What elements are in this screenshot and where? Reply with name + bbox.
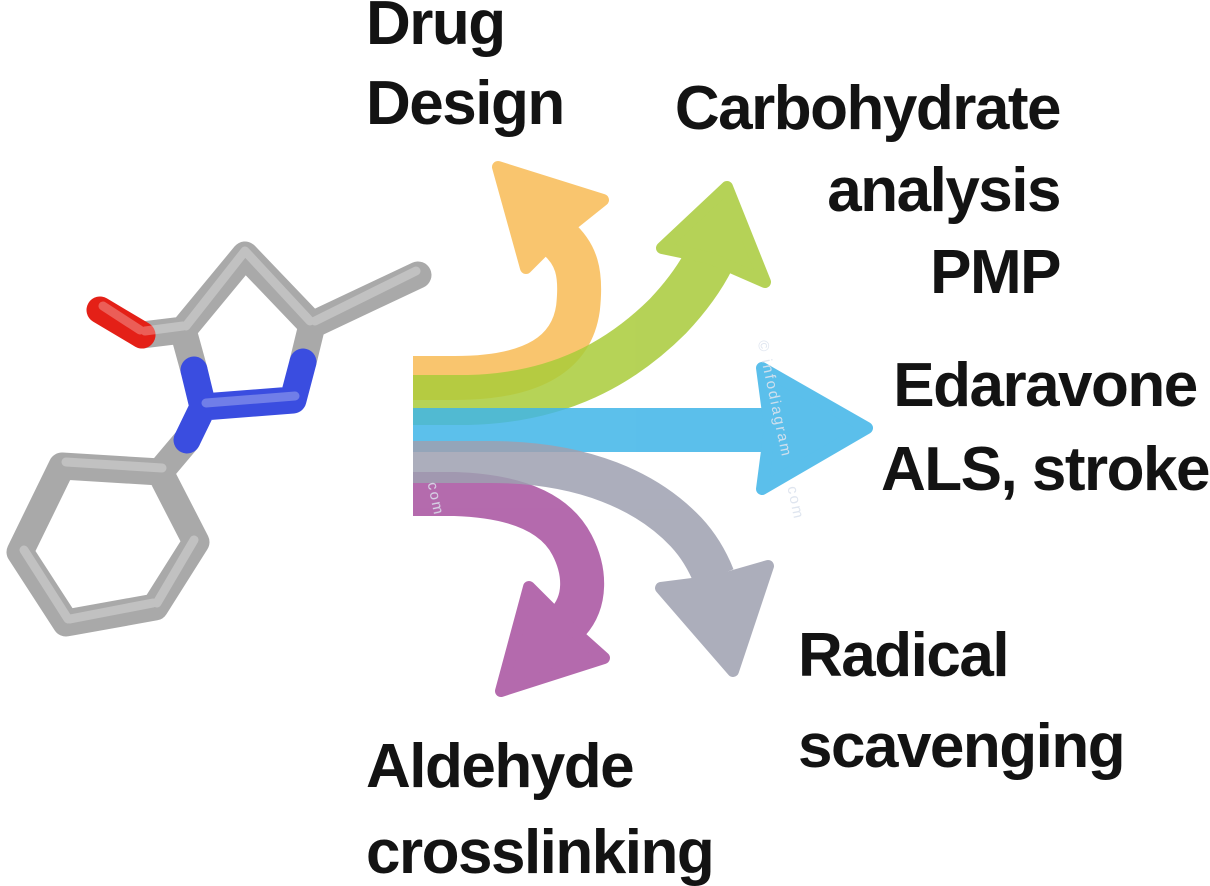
label-edaravone-line1: Edaravone <box>893 351 1198 420</box>
label-aldehyde-line1: Aldehyde <box>366 732 635 801</box>
arrow-radical-scavenging <box>413 441 774 677</box>
label-drug-design-line1: Drug <box>366 0 506 58</box>
arrow-aldehyde-shaft <box>413 472 605 640</box>
arrow-radical-head <box>655 560 774 677</box>
label-carbohydrate-analysis: Carbohydrate analysis PMP <box>674 68 1062 314</box>
arrow-edaravone-head <box>756 362 873 495</box>
label-carbohydrate-line1: Carbohydrate <box>674 74 1062 143</box>
arrow-drug-design-shaft <box>413 221 602 400</box>
arrow-carbohydrate <box>413 181 771 425</box>
label-drug-design-line2: Design <box>366 69 565 138</box>
arrow-drug-design-head <box>492 161 609 274</box>
molecule-cylinder-shine <box>19 246 421 624</box>
watermark-text-suffix: com <box>784 485 808 522</box>
molecule-oxygen-bond <box>86 296 156 349</box>
label-drug-design: Drug Design <box>366 0 565 144</box>
arrow-aldehyde-head <box>495 581 610 697</box>
label-carbohydrate-line3: PMP <box>930 238 1061 307</box>
label-aldehyde-line2: crosslinking <box>366 818 715 886</box>
label-aldehyde-crosslinking: Aldehyde crosslinking <box>366 724 715 886</box>
label-carbohydrate-line2: analysis <box>827 156 1061 225</box>
label-radical-line1: Radical <box>798 621 1010 690</box>
molecule-carbon-bonds <box>6 241 432 637</box>
arrow-carbohydrate-shaft <box>413 246 733 425</box>
arrow-carbohydrate-head <box>656 181 771 288</box>
label-edaravone-line2: ALS, stroke <box>880 435 1210 504</box>
label-radical-line2: scavenging <box>798 712 1126 781</box>
label-radical-scavenging: Radical scavenging <box>798 610 1126 792</box>
arrow-radical-shaft <box>413 441 734 586</box>
label-edaravone-als-stroke: Edaravone ALS, stroke <box>880 344 1210 512</box>
watermark-text-suffix-left: com <box>424 481 448 518</box>
molecule-nitrogen-bonds <box>173 348 317 454</box>
arrow-edaravone <box>413 362 873 495</box>
arrow-aldehyde-crosslinking <box>413 472 610 697</box>
arrow-drug-design <box>413 161 609 400</box>
edaravone-molecule <box>6 241 432 637</box>
